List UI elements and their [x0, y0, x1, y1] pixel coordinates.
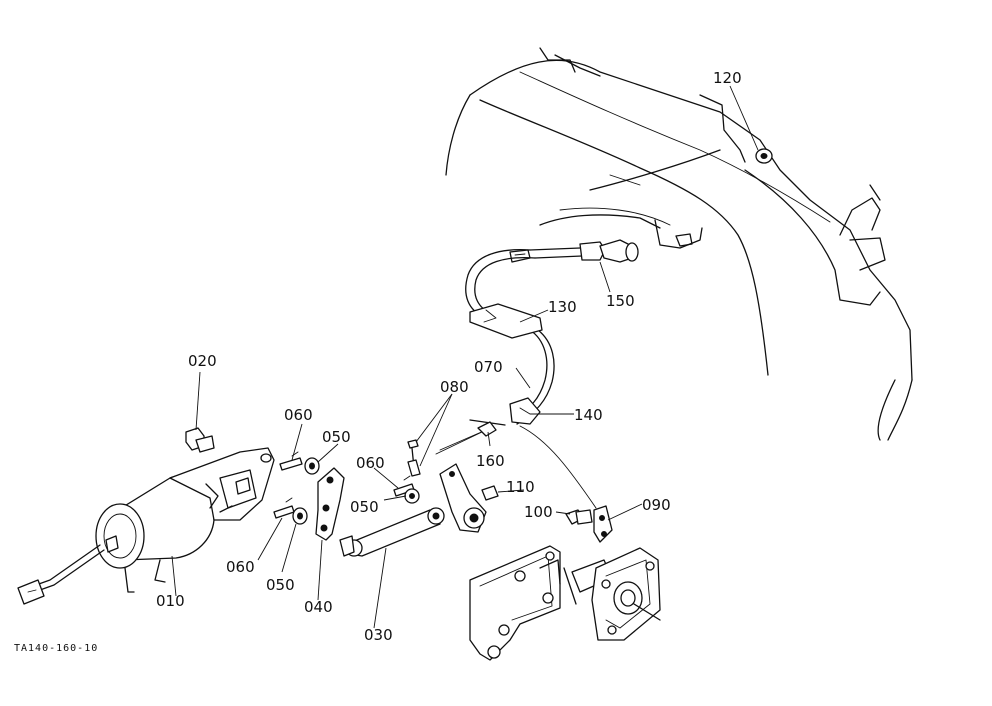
leader-lines [171, 85, 759, 629]
part-100-bolt [565, 509, 593, 525]
governor-housing [469, 545, 661, 661]
label-160: 160 [476, 452, 505, 470]
pins-and-washers-left [273, 451, 420, 525]
label-150: 150 [606, 292, 635, 310]
label-050-low: 050 [266, 576, 295, 594]
label-040: 040 [304, 598, 333, 616]
label-020: 020 [188, 352, 217, 370]
part-040-lever [315, 467, 345, 541]
part-090-bracket [593, 505, 613, 543]
label-080: 080 [440, 378, 469, 396]
label-120: 120 [713, 69, 742, 87]
part-010-stop-solenoid [17, 447, 275, 605]
label-060-low: 060 [226, 558, 255, 576]
part-120-grommet [755, 148, 773, 164]
label-070: 070 [474, 358, 503, 376]
label-050-mid: 050 [350, 498, 379, 516]
part-lever-arm [407, 439, 499, 533]
engine-housing [445, 47, 913, 441]
drawing-code: TA140-160-10 [14, 643, 98, 654]
label-010: 010 [156, 592, 185, 610]
callout-labels: 120 130 150 070 080 140 160 020 060 050 … [14, 69, 742, 654]
part-140-clamp [509, 397, 541, 425]
label-090: 090 [642, 496, 671, 514]
label-050-top: 050 [322, 428, 351, 446]
part-070-stop-cable [435, 239, 639, 455]
part-020-bolt [185, 427, 215, 453]
label-100: 100 [524, 503, 553, 521]
label-110: 110 [506, 478, 535, 496]
label-030: 030 [364, 626, 393, 644]
part-130-clamp [469, 303, 543, 339]
label-140: 140 [574, 406, 603, 424]
label-060-mid: 060 [356, 454, 385, 472]
part-030-rod [339, 507, 445, 557]
label-130: 130 [548, 298, 577, 316]
label-060-top: 060 [284, 406, 313, 424]
